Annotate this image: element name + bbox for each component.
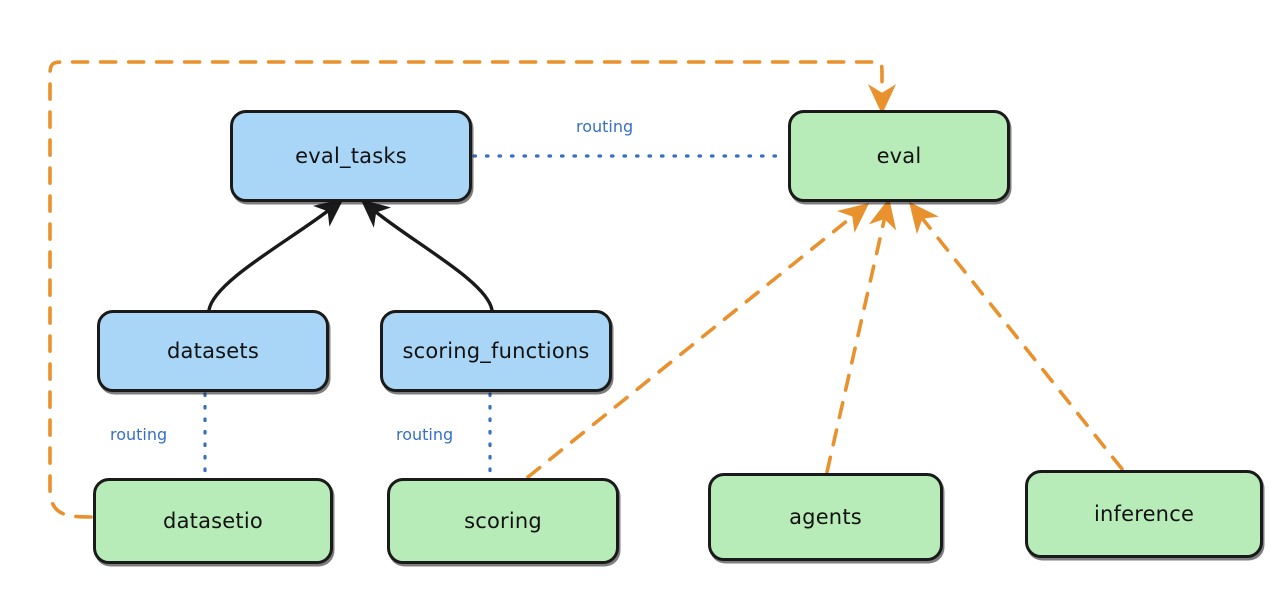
- node-label-agents: agents: [789, 505, 862, 529]
- node-label-inference: inference: [1093, 502, 1195, 526]
- node-scoring_functions[interactable]: scoring_functions: [380, 310, 612, 392]
- node-eval_tasks[interactable]: eval_tasks: [230, 110, 472, 202]
- node-inference[interactable]: inference: [1025, 470, 1263, 558]
- node-label-datasetio: datasetio: [163, 509, 263, 533]
- node-datasetio[interactable]: datasetio: [93, 478, 333, 564]
- node-eval[interactable]: eval: [788, 110, 1010, 202]
- node-datasets[interactable]: datasets: [97, 310, 329, 392]
- edge-datasets-to-eval_tasks: [207, 198, 344, 312]
- edge-inference-to-eval: [909, 201, 1124, 471]
- node-label-datasets: datasets: [167, 339, 259, 363]
- edge-label-routing-datasetio: routing: [110, 425, 168, 444]
- node-label-scoring: scoring: [464, 509, 542, 533]
- node-agents[interactable]: agents: [708, 473, 943, 561]
- edge-label-routing-scoring: routing: [396, 425, 454, 444]
- edge-label-routing-eval: routing: [576, 117, 634, 136]
- edge-agents-to-eval: [825, 197, 897, 474]
- edge-scoring_functions-to-eval_tasks: [360, 199, 494, 312]
- node-label-eval: eval: [876, 144, 922, 168]
- node-scoring[interactable]: scoring: [387, 478, 619, 564]
- node-label-scoring_functions: scoring_functions: [402, 339, 590, 363]
- node-label-eval_tasks: eval_tasks: [295, 144, 407, 168]
